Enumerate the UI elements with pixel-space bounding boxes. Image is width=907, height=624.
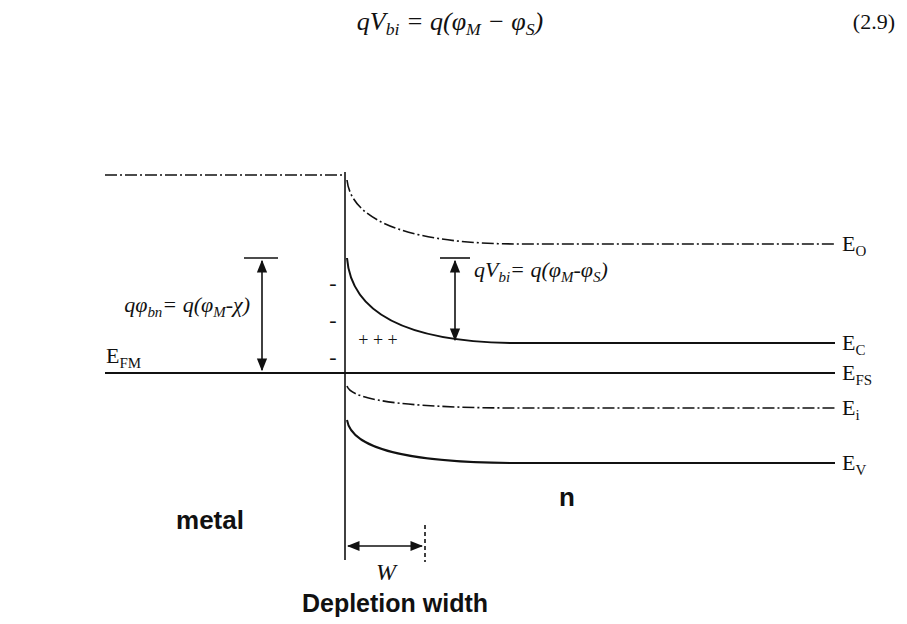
barrier-arrow <box>261 261 263 370</box>
vbi-tick <box>440 257 470 259</box>
level-name: EC <box>842 331 865 355</box>
region-name: metal <box>176 506 244 535</box>
vacuum-level-metal <box>105 174 345 176</box>
barrier-tick <box>244 257 278 259</box>
region-name: n <box>559 483 575 512</box>
level-name: EO <box>842 232 866 256</box>
charge-sign: + + + <box>358 331 397 351</box>
caption-label: Depletion width <box>302 590 488 618</box>
barrier-height: qφbn= q(φM-χ) <box>124 293 250 317</box>
equation-number: (2.9) <box>853 10 895 34</box>
built-in-potential: qVbi= q(φM-φS) <box>474 258 608 282</box>
charge-sign: - <box>329 308 336 332</box>
level-name: Ei <box>842 396 860 420</box>
width-symbol: W <box>376 559 396 585</box>
vbi-arrow <box>454 261 456 340</box>
level-name: EFS <box>842 361 872 385</box>
charge-sign: - <box>329 271 336 295</box>
width-arrow <box>348 545 422 547</box>
level-name: EFM <box>106 344 141 368</box>
intrinsic-level <box>347 386 835 408</box>
charge-sign: - <box>329 345 336 369</box>
fermi-level <box>105 372 835 374</box>
equation: qVbi = q(φM − φS) <box>357 8 543 37</box>
level-name: EV <box>842 451 866 475</box>
vacuum-level-curve <box>347 180 835 244</box>
conduction-band <box>347 258 835 343</box>
interface-line <box>344 172 346 560</box>
valence-band <box>347 420 835 463</box>
depletion-edge <box>424 525 426 562</box>
